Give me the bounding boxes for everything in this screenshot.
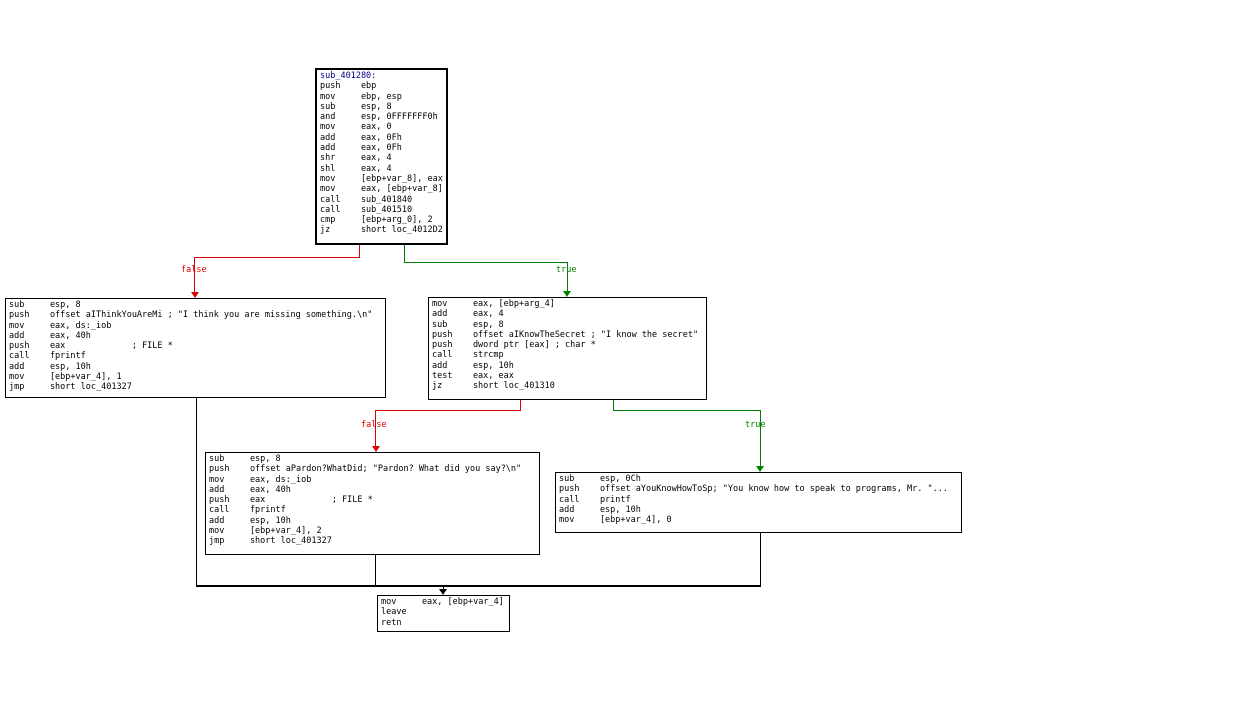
- edge-entry-false-segment: [359, 245, 360, 258]
- basic-block-entry[interactable]: sub_401280: push ebp mov ebp, esp sub es…: [315, 68, 448, 245]
- disassembly-code: push ebp mov ebp, esp sub esp, 8 and esp…: [320, 81, 443, 236]
- edge-entry-false-segment: [194, 258, 195, 292]
- edge-entry-false-segment: [194, 257, 360, 258]
- disassembly-code: sub esp, 8 push offset aIThinkYouAreMi ;…: [9, 300, 373, 393]
- edge-missing-exit-segment: [196, 398, 197, 586]
- edge-pardon-exit-segment: [375, 555, 376, 586]
- basic-block-return[interactable]: mov eax, [ebp+var_4] leave retn: [377, 595, 510, 632]
- basic-block-strcmp-check[interactable]: mov eax, [ebp+arg_4] add eax, 4 sub esp,…: [428, 297, 707, 400]
- edge-check-false-segment: [375, 411, 376, 446]
- arrowhead-down-icon: [563, 291, 571, 297]
- edge-merge-segment: [196, 585, 761, 587]
- edge-label-check-false: false: [361, 420, 387, 430]
- basic-block-success[interactable]: sub esp, 0Ch push offset aYouKnowHowToSp…: [555, 472, 962, 533]
- edge-label-entry-false: false: [181, 265, 207, 275]
- basic-block-pardon[interactable]: sub esp, 8 push offset aPardon?WhatDid; …: [205, 452, 540, 555]
- edge-merge-segment: [443, 587, 444, 590]
- edge-label-check-true: true: [745, 420, 766, 430]
- edge-check-true-segment: [613, 400, 614, 411]
- arrowhead-down-icon: [372, 446, 380, 452]
- basic-block-missing-something[interactable]: sub esp, 8 push offset aIThinkYouAreMi ;…: [5, 298, 386, 398]
- edge-check-false-segment: [520, 400, 521, 411]
- edge-check-true-segment: [760, 411, 761, 466]
- edge-entry-true-segment: [404, 262, 568, 263]
- disassembly-code: mov eax, [ebp+var_4] leave retn: [381, 597, 504, 628]
- edge-check-false-segment: [375, 410, 521, 411]
- disassembly-code: mov eax, [ebp+arg_4] add eax, 4 sub esp,…: [432, 299, 699, 392]
- arrowhead-down-icon: [191, 292, 199, 298]
- function-name-label: sub_401280:: [320, 71, 377, 81]
- disassembly-code: sub esp, 8 push offset aPardon?WhatDid; …: [209, 454, 522, 547]
- edge-label-entry-true: true: [556, 265, 577, 275]
- edge-check-true-segment: [613, 410, 761, 411]
- edge-entry-true-segment: [567, 263, 568, 291]
- disassembly-code: sub esp, 0Ch push offset aYouKnowHowToSp…: [559, 474, 948, 526]
- edge-success-exit-segment: [760, 533, 761, 586]
- arrowhead-down-icon: [756, 466, 764, 472]
- arrowhead-down-icon: [439, 589, 447, 595]
- edge-entry-true-segment: [404, 245, 405, 263]
